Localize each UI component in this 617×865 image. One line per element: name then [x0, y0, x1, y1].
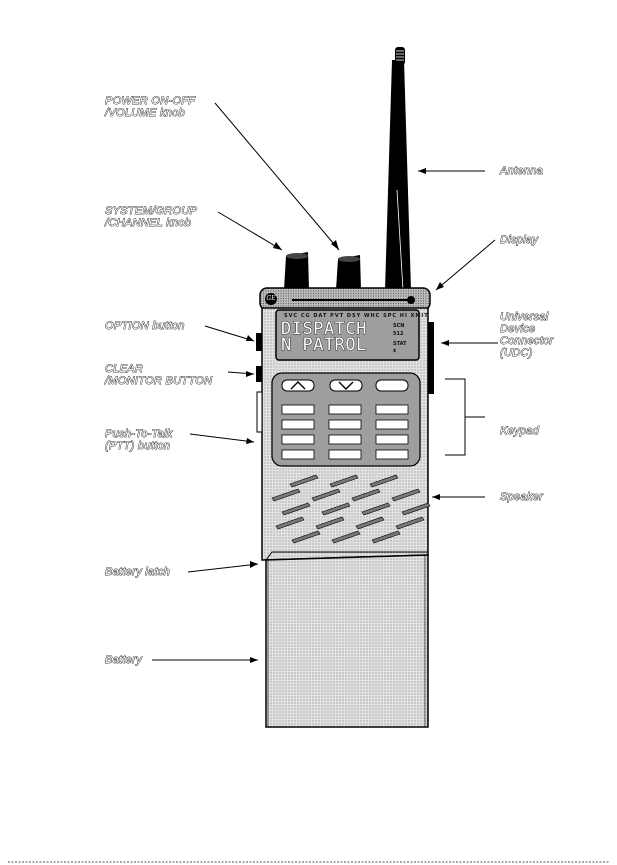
- ge-logo-text: GE: [266, 295, 275, 302]
- label-udc-line-3: Connector: [500, 335, 553, 347]
- label-system-line-2: /CHANNEL knob: [105, 217, 197, 229]
- keypad-key: [376, 435, 408, 444]
- label-keypad-text: Keypad: [500, 425, 539, 437]
- label-antenna-text: Antenna: [500, 165, 543, 177]
- label-ptt-line-2: (PTT) button: [105, 440, 173, 452]
- ge-logo: GE: [265, 294, 277, 304]
- label-clear-line-1: CLEAR: [105, 363, 212, 375]
- label-option-text: OPTION button: [105, 320, 185, 332]
- label-udc-line-4: (UDC): [500, 347, 553, 359]
- label-udc-line-1: Universal: [500, 311, 553, 323]
- label-display: Display: [500, 234, 538, 246]
- clear-monitor-button-shape: [256, 366, 262, 382]
- keypad-key: [376, 405, 408, 414]
- label-clear-monitor: CLEAR /MONITOR BUTTON: [105, 363, 212, 387]
- keypad-bracket: [445, 379, 485, 455]
- display-side-symbol: ¢: [393, 348, 396, 354]
- label-speaker-text: Speaker: [500, 491, 543, 503]
- label-udc: Universal Device Connector (UDC): [500, 311, 553, 359]
- label-system-line-1: SYSTEM/GROUP: [105, 205, 197, 217]
- keypad-key: [329, 435, 361, 444]
- antenna: [385, 47, 411, 290]
- label-clear-line-2: /MONITOR BUTTON: [105, 375, 212, 387]
- function-key: [376, 380, 408, 391]
- label-ptt-button: Push-To-Talk (PTT) button: [105, 428, 173, 452]
- label-speaker: Speaker: [500, 491, 543, 503]
- keypad-key: [282, 405, 314, 414]
- display-line-2: N PATROL: [281, 337, 367, 354]
- battery: [266, 552, 428, 727]
- keypad-key: [282, 435, 314, 444]
- label-keypad: Keypad: [500, 425, 539, 437]
- keypad-key: [376, 420, 408, 429]
- label-power-line-1: POWER ON-OFF: [105, 95, 195, 107]
- keypad-area: [272, 373, 420, 466]
- display-side-scn: SCN: [393, 323, 404, 329]
- label-option-button: OPTION button: [105, 320, 185, 332]
- label-antenna: Antenna: [500, 165, 543, 177]
- label-ptt-line-1: Push-To-Talk: [105, 428, 173, 440]
- keypad-key: [282, 450, 314, 459]
- power-volume-knob: [284, 252, 309, 290]
- keypad-key: [376, 450, 408, 459]
- label-battery-latch: Battery latch: [105, 566, 170, 578]
- label-display-text: Display: [500, 234, 538, 246]
- label-system-channel: SYSTEM/GROUP /CHANNEL knob: [105, 205, 197, 229]
- system-channel-knob: [336, 255, 361, 290]
- label-battery-text: Battery: [105, 654, 142, 666]
- keypad-key: [329, 405, 361, 414]
- lcd-display: SVC CG DAT PVT DSY WHC SPC HI XMIT DISPA…: [279, 313, 415, 355]
- keypad-key: [329, 450, 361, 459]
- label-udc-line-2: Device: [500, 323, 553, 335]
- label-power-line-2: /VOLUME knob: [105, 107, 195, 119]
- keypad-key: [282, 420, 314, 429]
- display-side-512: 512: [393, 331, 403, 337]
- udc-connector-shape: [428, 322, 434, 394]
- ptt-button-shape: [257, 392, 262, 432]
- label-latch-text: Battery latch: [105, 566, 170, 578]
- display-side-stat: STAT: [393, 341, 407, 347]
- top-cap: [260, 288, 430, 310]
- keypad-key: [329, 420, 361, 429]
- label-battery: Battery: [105, 654, 142, 666]
- label-power-volume: POWER ON-OFF /VOLUME knob: [105, 95, 195, 119]
- option-button-shape: [256, 333, 262, 351]
